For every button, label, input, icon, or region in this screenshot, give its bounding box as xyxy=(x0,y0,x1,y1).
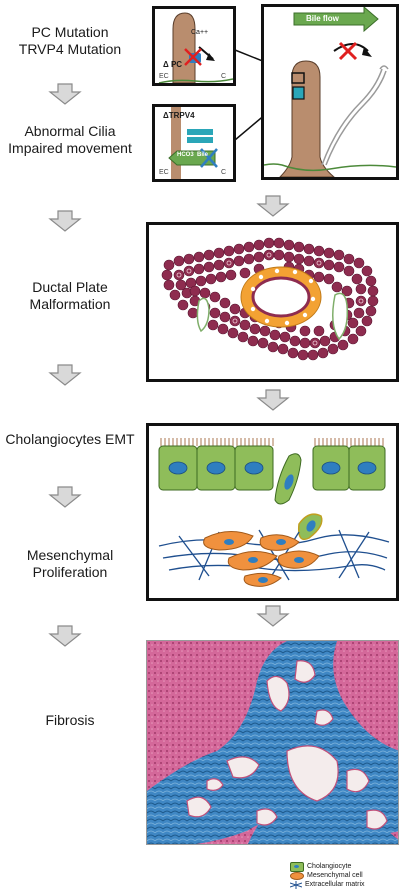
step-mutation-line2: TRVP4 Mutation xyxy=(18,41,122,57)
step-fibrosis-line1: Fibrosis xyxy=(45,712,95,728)
ec-label: EC xyxy=(159,73,169,80)
mesenchymal-swatch-icon xyxy=(290,871,304,880)
step-mesenchymal-line1: Mesenchymal xyxy=(26,547,114,563)
step-emt-line1: Cholangiocytes EMT xyxy=(5,431,135,447)
arrow-down-icon xyxy=(48,625,82,647)
legend-item-cholangiocyte: Cholangiocyte xyxy=(290,861,365,872)
bile-label: Bile xyxy=(197,152,209,158)
legend-label-ecm: Extracellular matrix xyxy=(305,881,365,888)
arrow-down-icon xyxy=(256,605,290,627)
step-fibrosis: Fibrosis xyxy=(0,712,140,729)
legend: Cholangiocyte Mesenchymal cell Extracell… xyxy=(290,861,365,889)
step-cilia-line1: Abnormal Cilia xyxy=(24,123,116,139)
step-ductal-line1: Ductal Plate xyxy=(32,279,108,295)
arrow-down-icon xyxy=(256,195,290,217)
fibrosis-histology-image xyxy=(146,640,399,845)
emt-panel xyxy=(146,423,399,601)
ductal-plate-diagram xyxy=(161,237,379,361)
c-label: C xyxy=(221,169,227,176)
pc-mutation-panel: Ca++ Δ PC EC C xyxy=(152,6,236,86)
hco3-label: HCO3 xyxy=(177,152,194,158)
step-cilia: Abnormal Cilia Impaired movement xyxy=(0,123,140,157)
delta-trpv4-label: ΔTRPV4 xyxy=(163,111,195,120)
pc-cilium-diagram xyxy=(158,12,233,83)
step-mutation: PC Mutation TRVP4 Mutation xyxy=(0,24,140,58)
cilium-panel: Bile flow xyxy=(261,4,399,180)
legend-label-cholangiocyte: Cholangiocyte xyxy=(307,863,352,870)
legend-item-ecm: Extracellular matrix xyxy=(290,880,365,889)
trpv4-diagram xyxy=(168,107,218,179)
emt-diagram xyxy=(158,438,390,587)
step-ductal-line2: Malformation xyxy=(29,296,111,312)
legend-label-mesenchymal: Mesenchymal cell xyxy=(307,872,363,879)
ca-label: Ca++ xyxy=(191,29,209,36)
ductal-plate-panel xyxy=(146,222,399,382)
c-label: C xyxy=(221,73,227,80)
cholangiocyte-swatch-icon xyxy=(290,861,304,872)
arrow-down-icon xyxy=(48,83,82,105)
cilium-diagram xyxy=(264,7,396,177)
delta-pc-label: Δ PC xyxy=(163,60,183,69)
step-mesenchymal-line2: Proliferation xyxy=(32,564,108,580)
legend-item-mesenchymal: Mesenchymal cell xyxy=(290,871,365,880)
ec-label: EC xyxy=(159,169,169,176)
trpv4-panel: ΔTRPV4 HCO3 Bile EC C xyxy=(152,104,236,182)
arrow-down-icon xyxy=(48,210,82,232)
arrow-down-icon xyxy=(48,486,82,508)
bile-flow-label: Bile flow xyxy=(306,14,339,23)
arrow-down-icon xyxy=(48,364,82,386)
ecm-swatch-icon xyxy=(290,880,302,889)
step-emt: Cholangiocytes EMT xyxy=(0,431,140,448)
step-cilia-line2: Impaired movement xyxy=(8,140,132,156)
step-ductal: Ductal Plate Malformation xyxy=(0,279,140,313)
step-mesenchymal: Mesenchymal Proliferation xyxy=(0,547,140,581)
step-mutation-line1: PC Mutation xyxy=(31,24,109,40)
arrow-down-icon xyxy=(256,389,290,411)
